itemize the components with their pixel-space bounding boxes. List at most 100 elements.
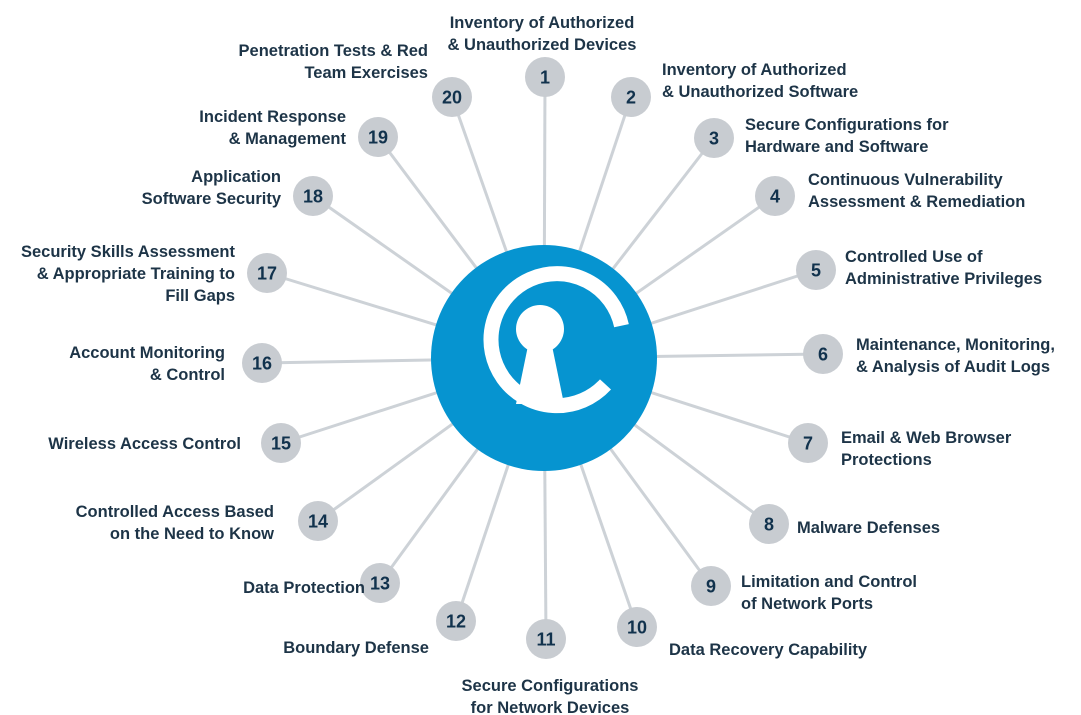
control-label-line: Controlled Access Based [76, 503, 274, 521]
control-node-15: 15 Wireless Access Control [48, 423, 301, 463]
control-number: 15 [271, 434, 291, 454]
control-label-line: Account Monitoring [69, 344, 225, 362]
control-label: Secure Configurations for Network Devices [462, 677, 639, 715]
control-badge [617, 607, 657, 647]
control-label-line: Application [191, 168, 281, 186]
control-label-line: of Network Ports [741, 595, 873, 613]
control-badge [526, 619, 566, 659]
control-label-line: on the Need to Know [110, 525, 274, 543]
control-label: Malware Defenses [797, 519, 940, 537]
control-badge [293, 176, 333, 216]
control-label-line: & Unauthorized Devices [448, 36, 637, 54]
c-ring-icon [483, 266, 629, 414]
control-badge [749, 504, 789, 544]
control-node-13: 13 Data Protection [243, 563, 400, 603]
control-label-line: Administrative Privileges [845, 270, 1042, 288]
control-node-2: 2 Inventory of Authorized& Unauthorized S… [611, 61, 858, 117]
control-number: 14 [308, 512, 328, 532]
control-number: 4 [770, 187, 780, 207]
control-label-line: & Management [229, 130, 347, 148]
control-badge [242, 343, 282, 383]
control-label: Incident Response & Management [199, 108, 346, 148]
keyhole-head [516, 305, 564, 353]
control-label: Wireless Access Control [48, 435, 241, 453]
control-number: 5 [811, 261, 821, 281]
control-badge [298, 501, 338, 541]
control-label-line: Secure Configurations [462, 677, 639, 695]
control-node-14: 14 Controlled Access Based on the Need to … [76, 501, 338, 543]
control-label: Limitation and Control of Network Ports [741, 573, 917, 613]
control-badge [261, 423, 301, 463]
control-number: 20 [442, 88, 462, 108]
control-label-line: Inventory of Authorized [450, 14, 635, 32]
control-label-line: Assessment & Remediation [808, 193, 1025, 211]
control-label-line: & Analysis of Audit Logs [856, 358, 1050, 376]
control-label-line: Secure Configurations for [745, 116, 949, 134]
control-label: Boundary Defense [283, 639, 429, 657]
control-label-line: for Network Devices [471, 699, 630, 715]
control-number: 3 [709, 129, 719, 149]
control-label-line: Limitation and Control [741, 573, 917, 591]
central-hub [431, 245, 657, 471]
control-label-line: Team Exercises [304, 64, 428, 82]
control-label: Maintenance, Monitoring, & Analysis of Au… [856, 336, 1055, 376]
control-label: Data Protection [243, 579, 365, 597]
control-node-8: 8 Malware Defenses [749, 504, 940, 544]
control-label: Security Skills Assessment & Appropriate … [21, 243, 236, 305]
control-number: 11 [536, 630, 555, 650]
control-badge [694, 118, 734, 158]
control-label-line: Software Security [142, 190, 282, 208]
control-badge [803, 334, 843, 374]
control-number: 7 [803, 434, 813, 454]
control-number: 2 [626, 88, 636, 108]
control-label-line: Incident Response [199, 108, 346, 126]
control-badge [611, 77, 651, 117]
control-label: Controlled Access Based on the Need to Kn… [76, 503, 275, 543]
control-badge [360, 563, 400, 603]
control-label-line: & Unauthorized Software [662, 83, 858, 101]
control-badge [755, 176, 795, 216]
control-number: 12 [446, 612, 466, 632]
control-badge [432, 77, 472, 117]
control-label-line: Maintenance, Monitoring, [856, 336, 1055, 354]
control-label-line: Hardware and Software [745, 138, 928, 156]
control-label-line: & Control [150, 366, 225, 384]
control-badge [788, 423, 828, 463]
control-label-line: Boundary Defense [283, 639, 429, 657]
control-label: Data Recovery Capability [669, 641, 868, 659]
control-badge [796, 250, 836, 290]
control-label-line: Controlled Use of [845, 248, 983, 266]
control-label: Controlled Use of Administrative Privileg… [845, 248, 1042, 288]
control-number: 8 [764, 515, 774, 535]
control-label-line: Continuous Vulnerability [808, 171, 1003, 189]
control-badge [525, 57, 565, 97]
control-number: 19 [368, 128, 388, 148]
control-label: Inventory of Authorized & Unauthorized De… [448, 14, 637, 54]
control-badge [436, 601, 476, 641]
control-label-line: Malware Defenses [797, 519, 940, 537]
control-label-line: & Appropriate Training to [37, 265, 235, 283]
control-number: 13 [370, 574, 390, 594]
control-label-line: Email & Web Browser [841, 429, 1012, 447]
control-label: Account Monitoring & Control [69, 344, 225, 384]
control-node-5: 5 Controlled Use of Administrative Privile… [796, 248, 1042, 290]
control-number: 6 [818, 345, 828, 365]
control-label: Inventory of Authorized& Unauthorized So… [662, 61, 858, 101]
control-badge [247, 253, 287, 293]
control-label-line: Security Skills Assessment [21, 243, 236, 261]
control-label-line: Fill Gaps [165, 287, 235, 305]
